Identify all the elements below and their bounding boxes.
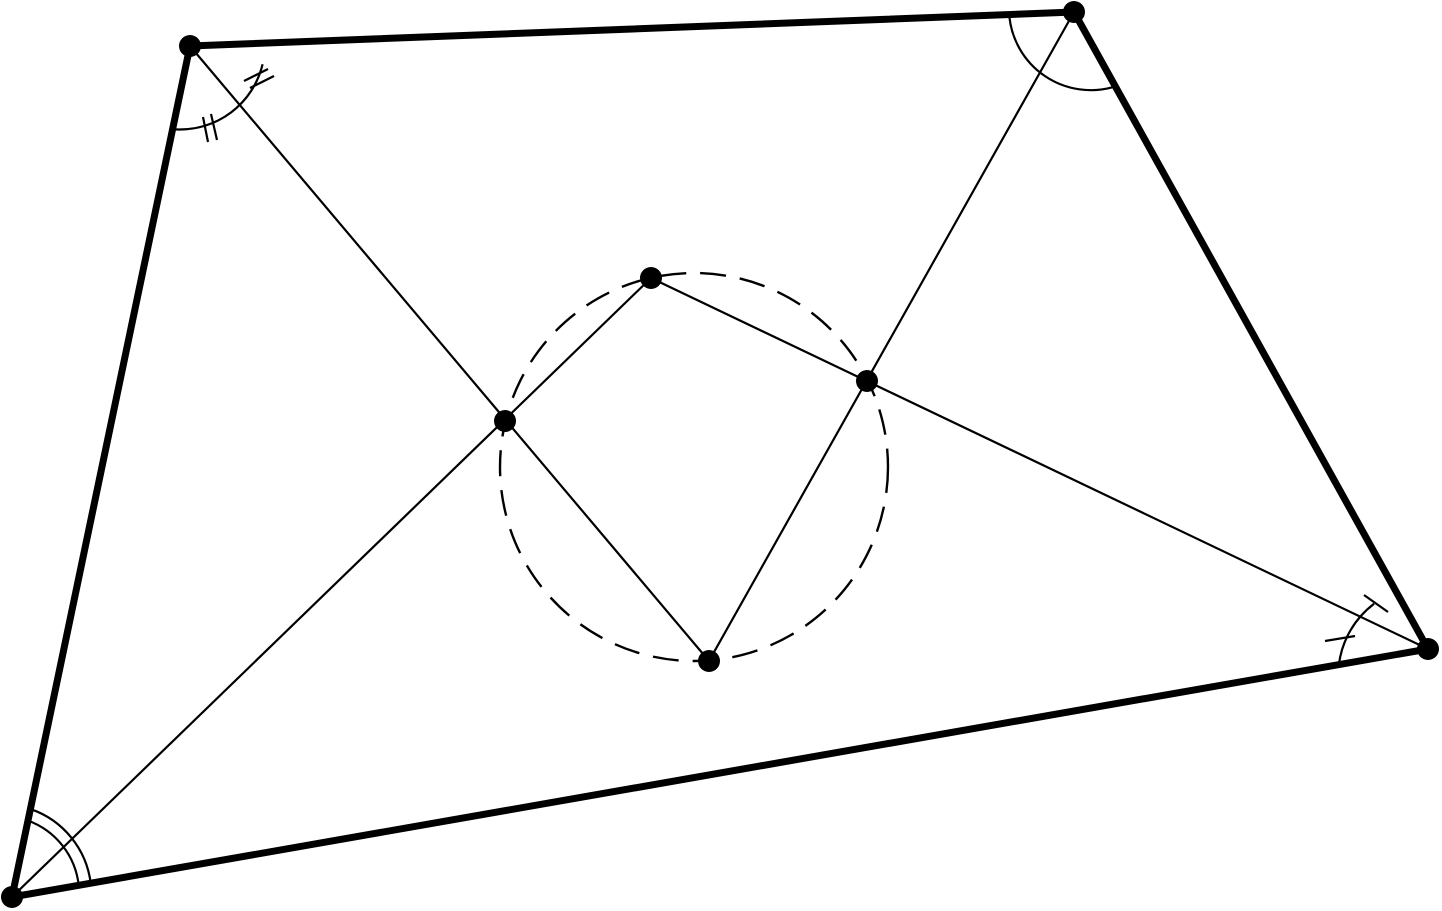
intersection-left <box>494 410 516 432</box>
inner-point-bottom <box>698 650 720 672</box>
quad-edge-left <box>8 42 194 901</box>
quad-vertex-right <box>1417 638 1439 660</box>
intersection-right <box>856 370 878 392</box>
inner-point-top <box>640 267 662 289</box>
angle-arc-top-left <box>175 64 264 131</box>
quad-edge-top <box>186 8 1078 50</box>
angle-tick-marks-top-left <box>201 68 275 143</box>
angle-tick-marks-right <box>1324 594 1389 643</box>
angle-arc-top-right <box>1008 16 1114 92</box>
angle-arc-bottom-left-outer <box>30 808 92 884</box>
quad-vertex-top-left <box>179 35 201 57</box>
angle-arc-right <box>1337 602 1375 665</box>
quad-edge-right <box>1070 8 1432 653</box>
angle-arc-bottom-left-inner <box>27 819 80 886</box>
bisector-top-left <box>188 44 711 663</box>
bisector-top-right <box>707 10 1076 663</box>
dashed-circle <box>498 271 890 663</box>
bisector-bottom-left <box>10 276 653 899</box>
quad-edge-bottom <box>8 645 1432 901</box>
quad-vertex-bottom-left <box>1 886 23 908</box>
quad-vertex-top-right <box>1063 1 1085 23</box>
bisector-right <box>649 276 1430 651</box>
